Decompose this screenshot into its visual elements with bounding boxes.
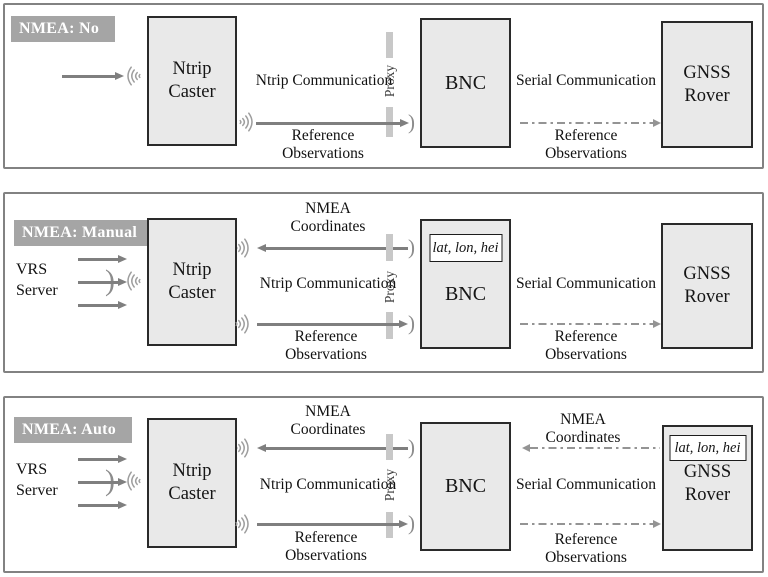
wireless-icon [235, 314, 249, 334]
nmea-mode-badge: NMEA: Manual [14, 220, 154, 246]
bnc-entry-arc: ) [408, 110, 415, 134]
bnc-entry-arc: ) [408, 235, 415, 259]
reference-observations-label: Reference Observations [545, 328, 627, 363]
reference-observations-label: Reference Observations [282, 127, 364, 162]
ntrip-caster-label: Ntrip Caster [168, 260, 216, 303]
ntrip-caster-label: Ntrip Caster [168, 59, 216, 102]
gnss-rover-box: lat, lon, hei GNSS Rover [662, 425, 753, 551]
vrs-stream-arrow [78, 281, 118, 284]
reference-observations-label: Reference Observations [285, 529, 367, 564]
gnss-rover-label: GNSS Rover [683, 462, 732, 505]
nmea-coordinates-label: NMEA Coordinates [290, 200, 366, 235]
vrs-server-label: VRS Server [16, 261, 58, 299]
wireless-icon [235, 514, 249, 534]
ntrip-communication-label: Ntrip Communication [259, 476, 397, 493]
proxy-bar-segment [386, 234, 393, 261]
vrs-stream-arrow [78, 304, 118, 307]
gnss-rover-box: GNSS Rover [661, 21, 753, 148]
gnss-rover-label: GNSS Rover [683, 264, 731, 307]
vrs-server-label: VRS Server [16, 461, 58, 499]
proxy-bar-segment [386, 312, 393, 339]
lat-lon-hei-box: lat, lon, hei [429, 234, 502, 262]
ntrip-caster-label: Ntrip Caster [168, 461, 216, 504]
bnc-entry-arc: ) [408, 435, 415, 459]
panel-nmea-auto: NMEA: Auto NMEA Coordinates ) VRS Server… [3, 396, 764, 573]
serial-communication-label: Serial Communication [516, 275, 656, 292]
proxy-label: Proxy [382, 270, 397, 304]
gnss-rover-label: GNSS Rover [683, 62, 731, 106]
vrs-stream-arrow [78, 258, 118, 261]
proxy-label: Proxy [382, 468, 397, 502]
wireless-icon [127, 471, 141, 491]
nmea-coordinates-arrow [266, 447, 408, 450]
panel-nmea-manual: NMEA: Manual NMEA Coordinates ) VRS Serv… [3, 192, 764, 373]
serial-communication-label: Serial Communication [516, 72, 656, 89]
ntrip-communication-label: Ntrip Communication [259, 275, 397, 292]
serial-reference-arrow [520, 122, 653, 124]
reference-observations-arrow [256, 122, 400, 125]
ntrip-communication-label: Ntrip Communication [255, 72, 393, 89]
ntrip-caster-box: Ntrip Caster [147, 418, 237, 548]
nmea-coordinates-label: NMEA Coordinates [545, 411, 621, 446]
bnc-label: BNC [444, 475, 487, 497]
bnc-label: BNC [444, 71, 487, 94]
vrs-stream-arrow [78, 481, 118, 484]
reference-observations-label: Reference Observations [545, 531, 627, 566]
serial-reference-arrow [520, 323, 653, 325]
wireless-icon [127, 66, 141, 86]
reference-observations-arrow [257, 323, 399, 326]
serial-communication-label: Serial Communication [516, 476, 656, 493]
serial-reference-arrow [520, 523, 653, 525]
lat-lon-hei-box: lat, lon, hei [669, 435, 746, 461]
bnc-box: BNC [420, 422, 511, 551]
panel-nmea-no: NMEA: No Ntrip Caster Ntrip Communicatio… [3, 3, 764, 169]
ntrip-caster-box: Ntrip Caster [147, 16, 237, 146]
wireless-icon [239, 112, 253, 132]
nmea-coordinates-arrow [266, 247, 408, 250]
proxy-bar-segment [386, 434, 393, 460]
proxy-bar-segment [386, 32, 393, 58]
reference-observations-label: Reference Observations [285, 328, 367, 363]
nmea-mode-badge: NMEA: No [11, 16, 116, 42]
bnc-box: BNC [420, 18, 511, 148]
nmea-mode-badge: NMEA: Auto [14, 417, 133, 443]
ntrip-caster-box: Ntrip Caster [147, 218, 237, 346]
bnc-entry-arc: ) [408, 511, 415, 535]
bnc-box: lat, lon, hei BNC [420, 219, 511, 349]
reference-observations-label: Reference Observations [545, 127, 627, 162]
bnc-label: BNC [444, 283, 487, 305]
gnss-rover-box: GNSS Rover [661, 223, 753, 349]
vrs-stream-arrow [78, 504, 118, 507]
nmea-coordinates-serial-arrow [530, 447, 660, 449]
nmea-coordinates-label: NMEA Coordinates [290, 403, 366, 438]
reference-observations-arrow [257, 523, 399, 526]
wireless-icon [127, 271, 141, 291]
vrs-stream-arrow [78, 458, 118, 461]
input-stream-arrow [62, 75, 115, 78]
proxy-label: Proxy [382, 64, 397, 98]
bnc-entry-arc: ) [408, 311, 415, 335]
